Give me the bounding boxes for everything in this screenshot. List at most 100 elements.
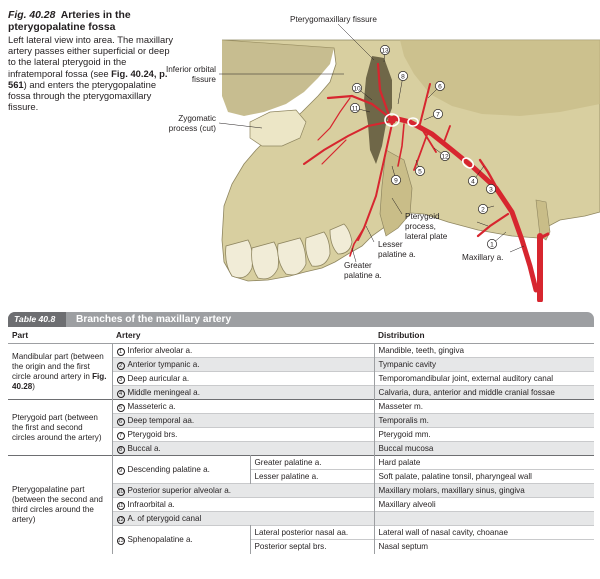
row-number-badge: 5 (116, 403, 125, 412)
distribution-cell: Calvaria, dura, anterior and middle cran… (374, 385, 595, 400)
figure-reference-link[interactable]: Fig. 40.24, p. 561 (8, 67, 168, 90)
caption-text-2: ) and enters the pterygopalatine fossa t… (8, 78, 157, 113)
part-mandibular-figure-link[interactable]: Fig. 40.28 (12, 371, 107, 391)
marker-7: 7 (436, 111, 440, 118)
number-markers (350, 45, 497, 249)
figure-title-text: Arteries in the pterygopalatine fossa (8, 10, 131, 33)
distribution-cell: Temporalis m. (374, 413, 595, 428)
skull-upper-shade (400, 40, 600, 116)
label-pterygomaxillary-fissure: Pterygomaxillary fissure (290, 15, 377, 24)
part-mandibular-text: Mandibular part (between the origin and … (12, 351, 104, 381)
artery-vessels (303, 62, 550, 302)
distribution-cell: Maxillary alveoli (374, 497, 595, 512)
marker-12: 12 (441, 153, 449, 160)
header-distribution: Distribution (374, 327, 595, 344)
middle-meningeal (478, 158, 500, 192)
distribution-cell: Hard palate (374, 455, 595, 470)
distribution-cell: Nasal septum (374, 539, 595, 554)
marker-13: 13 (381, 47, 389, 54)
artery-name: Posterior superior alveolar a. (127, 485, 231, 495)
label-pterygoid-1: Pterygoid (405, 212, 440, 221)
figure-description: Left lateral view into area. The maxilla… (8, 34, 176, 112)
table-header-bar: Table 40.8 Branches of the maxillary art… (8, 312, 594, 327)
marker-4: 4 (471, 178, 475, 185)
header-artery: Artery (112, 327, 375, 344)
tooth (305, 231, 331, 267)
superficial-temporal (538, 232, 550, 240)
label-zygomatic-1: Zygomatic (178, 114, 216, 123)
table-row: Lesser palatine a. Soft palate, palatine… (8, 469, 595, 484)
table-row: Pterygoid part (between the first and se… (8, 399, 595, 456)
label-lesser-palatine-2: palatine a. (378, 250, 416, 259)
sub-branch-cell: Greater palatine a. (250, 455, 375, 470)
distribution-cell: Buccal mucosa (374, 441, 595, 456)
label-inferior-orbital-2: fissure (192, 75, 217, 84)
label-inferior-orbital-1: Inferior orbital (166, 65, 216, 74)
part-pterygopalatine: Pterygopalatine part (between the second… (8, 455, 113, 554)
marker-9: 9 (394, 177, 398, 184)
table-title: Branches of the maxillary artery (76, 314, 232, 325)
row-number-badge: 6 (116, 417, 125, 426)
number-marker-labels: 13 8 6 10 11 7 12 5 9 4 3 2 1 (352, 47, 495, 248)
artery-name: Middle meningeal a. (127, 387, 200, 397)
artery-name: Inferior alveolar a. (127, 345, 193, 355)
teeth (225, 223, 353, 280)
artery-name: Deep auricular a. (127, 373, 190, 383)
tooth (225, 239, 253, 279)
part-mandibular: Mandibular part (between the origin and … (8, 343, 113, 400)
third-circle (384, 113, 400, 127)
row-number-badge: 10 (116, 487, 125, 496)
distribution-cell: Temporomandibular joint, external audito… (374, 371, 595, 386)
label-zygomatic-2: process (cut) (169, 124, 217, 133)
orbit-shadow (222, 40, 334, 116)
pterygoid-branch (443, 125, 451, 143)
marker-2: 2 (481, 206, 485, 213)
table-column-headers: Part Artery Distribution (8, 327, 595, 344)
posterior-superior-alveolar (303, 121, 389, 165)
distribution-cell (374, 511, 595, 526)
second-circle (407, 117, 419, 127)
artery-name: A. of pterygoid canal (127, 513, 202, 523)
row-number-badge: 8 (116, 445, 125, 454)
pterygoid-plate-shape (379, 149, 413, 237)
tooth (251, 241, 279, 280)
part-mandibular-end: ) (32, 381, 35, 391)
row-number-badge: 11 (116, 501, 125, 510)
artery-rings (384, 113, 475, 169)
branches-table: Table 40.8 Branches of the maxillary art… (8, 312, 595, 554)
tooth (277, 237, 307, 276)
marker-1: 1 (490, 241, 494, 248)
row-number-badge: 1 (116, 347, 125, 356)
row-number-badge: 13 (116, 536, 125, 545)
artery-name: Buccal a. (127, 443, 161, 453)
pterygopalatine-illustration: 13 8 6 10 11 7 12 5 9 4 3 2 1 Pterygomax… (166, 15, 600, 302)
caption-text-1: Left lateral view into area. The maxilla… (8, 34, 174, 79)
infraorbital (326, 94, 392, 120)
marker-6: 6 (438, 83, 442, 90)
table-row: Pterygopalatine part (between the second… (8, 455, 595, 554)
table-number: Table 40.8 (8, 312, 66, 327)
label-greater-palatine-2: palatine a. (344, 271, 382, 280)
small-branch (321, 139, 347, 165)
row-number-badge: 12 (116, 515, 125, 524)
zygomatic-process-cut (249, 109, 307, 147)
table-row: Mandibular part (between the origin and … (8, 343, 595, 400)
label-pterygoid-2: process, (405, 222, 436, 231)
sub-branch-cell: Posterior septal brs. (250, 539, 375, 554)
label-lesser-palatine-1: Lesser (378, 240, 403, 249)
